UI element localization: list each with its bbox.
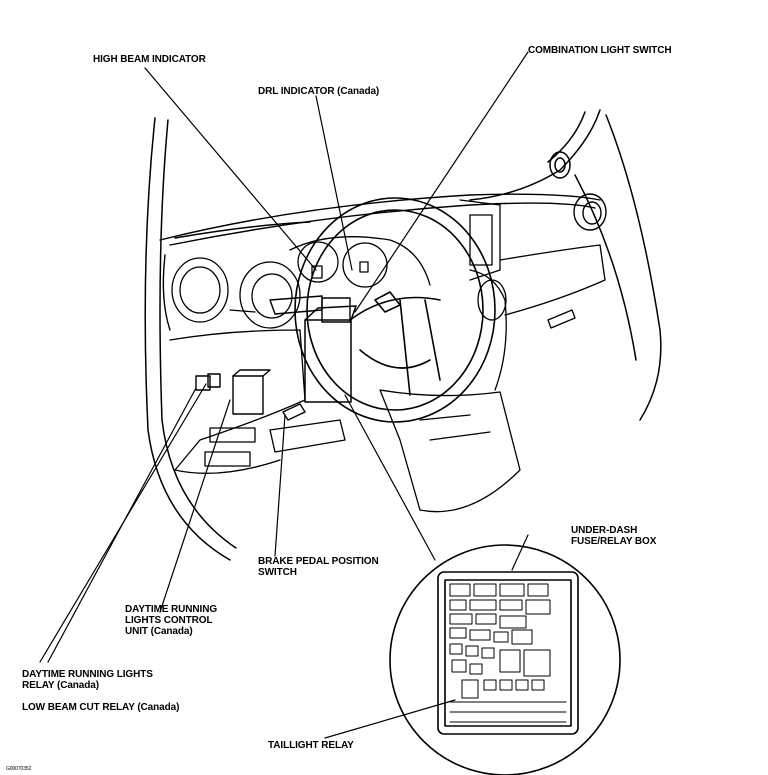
windshield-frame xyxy=(469,109,662,421)
steering-wheel xyxy=(294,197,496,423)
label-brake-pedal-position-switch: BRAKE PEDAL POSITION SWITCH xyxy=(258,556,379,578)
left-vents xyxy=(171,257,301,329)
label-under-dash-fuse-relay-box: UNDER-DASH FUSE/RELAY BOX xyxy=(571,525,657,547)
label-taillight-relay: TAILLIGHT RELAY xyxy=(268,740,354,751)
label-combination-light-switch: COMBINATION LIGHT SWITCH xyxy=(528,45,672,56)
label-drl-indicator: DRL INDICATOR (Canada) xyxy=(258,86,380,97)
lower-dash xyxy=(169,329,346,474)
fuse-box-magnifier xyxy=(389,544,621,775)
label-high-beam-indicator: HIGH BEAM INDICATOR xyxy=(93,54,206,65)
instrument-cluster xyxy=(289,236,431,288)
figure-code: G00070352 xyxy=(6,766,32,772)
drl-control-unit xyxy=(304,305,357,403)
relays xyxy=(195,369,306,421)
center-console xyxy=(379,199,606,513)
leader-lines xyxy=(39,51,529,739)
combination-switch-stalk xyxy=(269,295,351,323)
fuse-slots xyxy=(449,583,567,723)
label-low-beam-cut-relay: LOW BEAM CUT RELAY (Canada) xyxy=(22,702,180,713)
dashboard-top xyxy=(159,193,607,331)
door-frame xyxy=(144,117,237,561)
label-drl-control-unit: DAYTIME RUNNING LIGHTS CONTROL UNIT (Can… xyxy=(125,604,218,637)
label-drl-relay: DAYTIME RUNNING LIGHTS RELAY (Canada) xyxy=(22,669,153,691)
